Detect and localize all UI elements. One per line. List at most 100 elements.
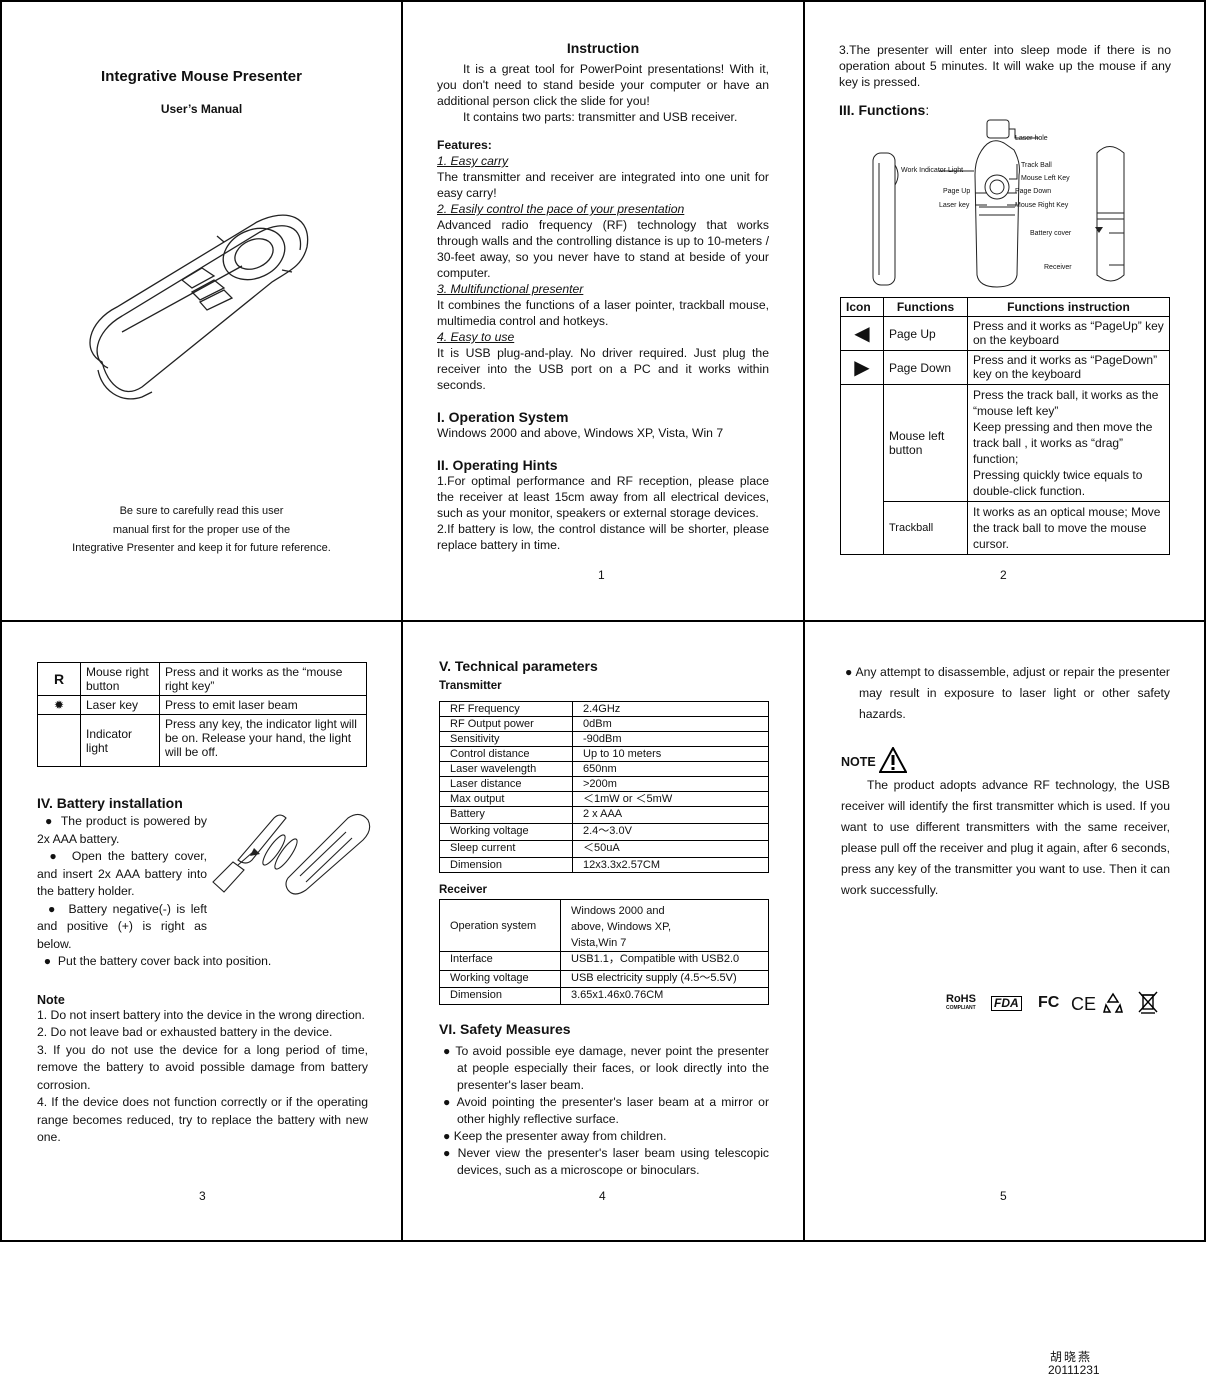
th-instruction: Functions instruction: [967, 297, 1170, 317]
tech-heading-num: V: [439, 658, 448, 674]
safety-item-3: ● Keep the presenter away from children.: [443, 1129, 667, 1143]
tech-heading: V. Technical parameters: [439, 658, 771, 674]
cover-panel: Integrative Mouse Presenter User’s Manua…: [2, 2, 401, 620]
cover-note: Be sure to carefully read this user manu…: [2, 502, 401, 558]
safety-item-2-text: Avoid pointing the presenter's laser bea…: [456, 1095, 770, 1126]
functions-heading-num: III: [839, 102, 851, 118]
battery-panel: IV. Battery installation ● The product i…: [37, 795, 368, 1147]
functions-table: Icon Functions Functions instruction ◀ P…: [840, 297, 1170, 555]
func-page-up: Page Up: [883, 316, 968, 351]
tx-value: Up to 10 meters: [572, 746, 769, 762]
note-title: NOTE: [841, 755, 876, 769]
label-mouse-right: Mouse Right Key: [1015, 202, 1069, 209]
tx-label: Control distance: [439, 746, 573, 762]
author-signature: 胡晓燕: [1050, 1350, 1093, 1364]
note-heading: Note: [37, 992, 65, 1007]
note-1: 1. Do not insert battery into the device…: [37, 1007, 365, 1022]
battery-step-4: ● Put the battery cover back into positi…: [37, 954, 272, 968]
desc-mouse-left: Press the track ball, it works as the “m…: [967, 384, 1170, 502]
functions-table-continued: R Mouse right button Press and it works …: [37, 662, 367, 767]
receiver-heading: Receiver: [439, 884, 487, 896]
tx-value: ＜1mW or ＜5mW: [572, 791, 769, 807]
intro-paragraph-1: It is a great tool for PowerPoint presen…: [437, 62, 769, 108]
safety-item-5: ● Any attempt to disassemble, adjust or …: [845, 665, 1170, 721]
warning-icon: [879, 747, 907, 773]
label-receiver: Receiver: [1044, 264, 1072, 271]
safety-item-2: ● Avoid pointing the presenter's laser b…: [443, 1095, 770, 1126]
safety-item-3-text: Keep the presenter away from children.: [453, 1129, 667, 1143]
cover-note-line2: manual first for the proper use of the: [112, 523, 291, 536]
hint-2: 2.If battery is low, the control distanc…: [437, 522, 769, 552]
desc-trackball: It works as an optical mouse; Move the t…: [967, 501, 1170, 555]
feature-2-title: 2. Easily control the pace of your prese…: [437, 202, 685, 216]
features-heading: Features:: [437, 138, 492, 152]
functions-heading: III. Functions:: [839, 102, 1171, 118]
page-down-icon: ▶: [840, 350, 884, 385]
page-up-icon: ◀: [840, 316, 884, 351]
page-number-2: 2: [1000, 568, 1007, 582]
rx-value: Windows 2000 and above, Windows XP, Vist…: [560, 899, 769, 952]
label-work-light: Work Indicator Light: [901, 167, 963, 174]
functions-heading-text: . Functions: [850, 102, 926, 118]
rx-label: Operation system: [439, 899, 561, 952]
rohs-compliant: COMPLIANT: [946, 1005, 976, 1011]
cover-note-line1: Be sure to carefully read this user: [119, 505, 284, 517]
safety-heading-num: VI: [439, 1021, 453, 1037]
panel-border-right: [1204, 0, 1206, 1242]
functions-heading-colon: :: [925, 102, 930, 118]
cover-note-line3: Integrative Presenter and keep it for fu…: [72, 542, 331, 554]
label-battery-cover: Battery cover: [1030, 230, 1072, 237]
feature-1-desc: The transmitter and receiver are integra…: [437, 170, 769, 200]
note-3: 3. If you do not use the device for a lo…: [37, 1042, 368, 1092]
desc-mouse-right: Press and it works as the “mouse right k…: [159, 662, 367, 696]
panel-divider-2: [803, 0, 805, 1242]
tech-heading-text: . Technical parameters: [447, 658, 598, 674]
battery-heading: IV. Battery installation: [37, 795, 183, 811]
rx-value: USB electricity supply (4.5～5.5V): [560, 970, 769, 988]
desc-indicator-light: Press any key, the indicator light will …: [159, 714, 367, 767]
tech-panel: V. Technical parameters Transmitter: [439, 658, 771, 696]
th-functions: Functions: [883, 297, 968, 317]
tx-label: Laser wavelength: [439, 761, 573, 777]
func-mouse-left: Mouse left button: [883, 384, 968, 502]
mouse-right-icon: R: [37, 662, 81, 696]
note-panel: ● Any attempt to disassemble, adjust or …: [841, 662, 1170, 901]
instruction-panel: Instruction It is a great tool for Power…: [437, 40, 769, 600]
certification-logos: RoHS COMPLIANT FDA FC CE: [946, 991, 1166, 1016]
tx-label: Laser distance: [439, 776, 573, 792]
tx-label: Battery: [439, 806, 573, 824]
note-2: 2. Do not leave bad or exhausted battery…: [37, 1025, 333, 1039]
label-track-ball: Track Ball: [1021, 162, 1052, 169]
cover-title: Integrative Mouse Presenter: [101, 68, 302, 85]
panel-border-top: [0, 0, 1206, 2]
note-4: 4. If the device does not function corre…: [37, 1095, 368, 1144]
safety-item-1-text: To avoid possible eye damage, never poin…: [455, 1044, 769, 1092]
cover-subtitle: User’s Manual: [160, 102, 243, 116]
th-icon: Icon: [840, 297, 884, 317]
label-laser-key: Laser key: [939, 202, 970, 209]
battery-step-2-text: Open the battery cover, and insert 2x AA…: [37, 849, 207, 898]
func-mouse-right: Mouse right button: [80, 662, 160, 696]
func-laser-key: Laser key: [80, 695, 160, 715]
tx-value: >200m: [572, 776, 769, 792]
operation-system-heading: I. Operation System: [437, 409, 569, 425]
battery-step-3-text: Battery negative(-) is left and positive…: [37, 901, 207, 951]
panel-border-bottom: [0, 1240, 1206, 1242]
tx-value: 12x3.3x2.57CM: [572, 857, 769, 873]
indicator-icon-cell: [37, 714, 81, 767]
tx-label: Working voltage: [439, 823, 573, 841]
safety-item-4-text: Never view the presenter's laser beam us…: [457, 1146, 769, 1177]
battery-step-1: ● The product is powered by 2x AAA batte…: [37, 814, 208, 846]
tx-label: Sleep current: [439, 840, 573, 858]
battery-step-1-text: The product is powered by 2x AAA battery…: [37, 814, 208, 846]
note-body: The product adopts advance RF technology…: [841, 778, 1170, 897]
battery-install-illustration: [212, 813, 371, 895]
func-page-down: Page Down: [883, 350, 968, 385]
safety-item-5-text: Any attempt to disassemble, adjust or re…: [855, 665, 1170, 721]
rohs-text: RoHS: [946, 993, 976, 1005]
panel-border-mid: [0, 620, 1206, 622]
label-page-down: Page Down: [1015, 188, 1051, 195]
rx-label: Dimension: [439, 987, 561, 1005]
